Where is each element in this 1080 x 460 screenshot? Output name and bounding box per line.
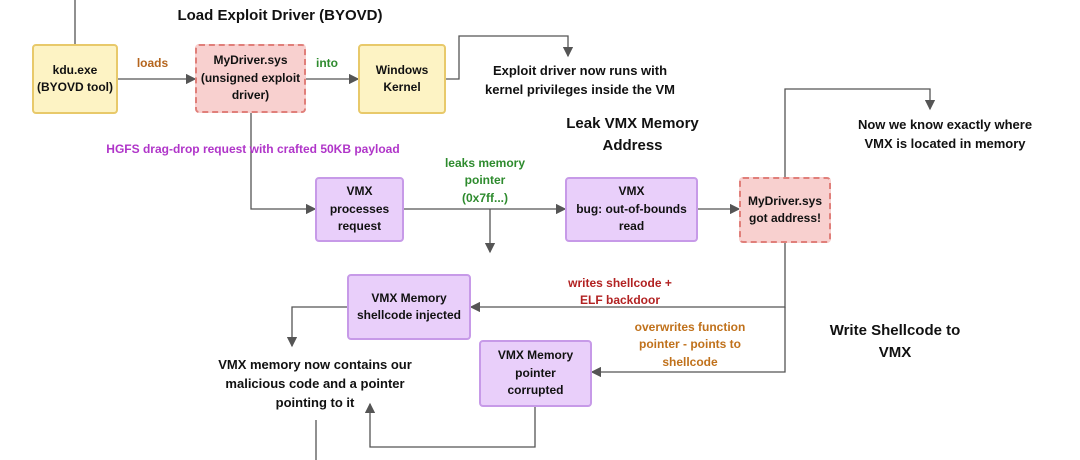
edge-label-leaks-pointer: leaks memory pointer (0x7ff...) [444, 156, 526, 205]
edge-label-writes-shellcode: writes shellcode + ELF backdoor [568, 276, 672, 308]
arrow-shellcode-to-note [286, 306, 347, 348]
node-vmx-shellcode-label: VMX Memory shellcode injected [356, 290, 462, 322]
heading-load-exploit-driver: Load Exploit Driver (BYOVD) [177, 7, 383, 24]
arrow-pointer-to-note [364, 402, 536, 448]
node-vmx-bug: VMX bug: out-of-bounds read [565, 177, 698, 242]
node-windows-kernel: Windows Kernel [358, 44, 446, 114]
node-mydriver-got-address: MyDriver.sys got address! [739, 177, 831, 243]
node-mydriver-got-label: MyDriver.sys got address! [747, 193, 823, 225]
node-windows-kernel-label: Windows Kernel [375, 62, 429, 94]
node-mydriver-sys: MyDriver.sys (unsigned exploit driver) [195, 44, 306, 113]
node-mydriver-sys-label: MyDriver.sys (unsigned exploit driver) [200, 53, 301, 103]
note-vmx-memory-contains: VMX memory now contains our malicious co… [218, 357, 412, 410]
edge-label-into: into [316, 56, 338, 70]
note-know-vmx-location: Now we know exactly where VMX is located… [857, 117, 1033, 151]
node-vmx-processes-request: VMX processes request [315, 177, 404, 242]
heading-leak-vmx-address: Leak VMX Memory Address [566, 115, 699, 154]
node-kdu-exe: kdu.exe (BYOVD tool) [32, 44, 118, 114]
arrow-got-to-know-note [784, 88, 936, 177]
node-vmx-pointer-corrupted: VMX Memory pointer corrupted [479, 340, 592, 407]
arrow-got-to-pointer [590, 307, 786, 378]
heading-write-shellcode: Write Shellcode to VMX [829, 322, 961, 361]
node-vmx-processes-label: VMX processes request [329, 184, 390, 234]
arrow-kernel-to-exploit-note [446, 35, 574, 80]
node-vmx-pointer-label: VMX Memory pointer corrupted [497, 348, 574, 398]
edge-label-loads: loads [136, 56, 169, 70]
node-vmx-bug-label: VMX bug: out-of-bounds read [576, 184, 687, 234]
note-exploit-driver-runs: Exploit driver now runs with kernel priv… [484, 63, 675, 97]
edge-label-hgfs-request: HGFS drag-drop request with crafted 50KB… [106, 142, 400, 156]
arrow-mydriver-to-vmx-processes [250, 113, 317, 215]
node-kdu-exe-label: kdu.exe (BYOVD tool) [37, 62, 113, 94]
edge-label-overwrites-pointer: overwrites function pointer - points to … [634, 320, 746, 369]
node-vmx-shellcode-injected: VMX Memory shellcode injected [347, 274, 471, 340]
